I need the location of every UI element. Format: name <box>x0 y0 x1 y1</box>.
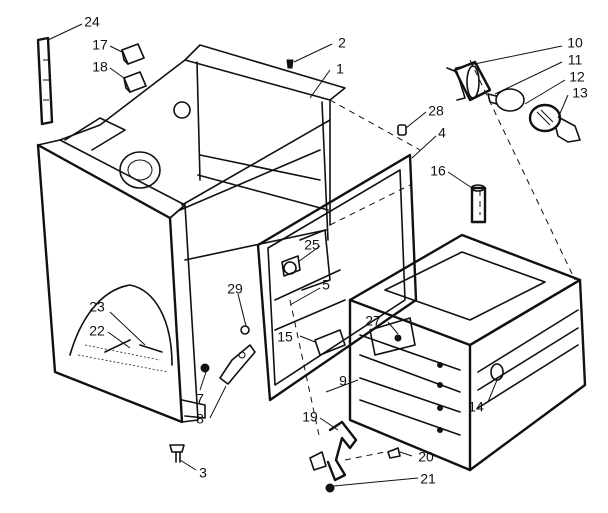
part-22-tube <box>104 339 131 353</box>
leader-lines <box>47 23 569 487</box>
callout-labels: 24 17 18 2 1 10 11 12 13 28 4 16 25 5 29… <box>84 14 588 487</box>
callout-22: 22 <box>89 323 105 339</box>
callout-19: 19 <box>302 409 318 425</box>
callout-29: 29 <box>227 281 243 297</box>
alignment-line <box>469 59 576 281</box>
part-3-screw <box>169 444 185 463</box>
alignment-line <box>289 299 321 441</box>
callout-21: 21 <box>420 471 436 487</box>
callout-10: 10 <box>567 35 583 51</box>
part-20-screw <box>387 447 401 459</box>
part-21-nut <box>325 483 335 493</box>
alignment-line <box>329 99 421 151</box>
callout-17: 17 <box>92 37 108 53</box>
part-7-nut <box>200 363 210 373</box>
alignment-line <box>344 449 396 461</box>
part-19-hinge <box>309 420 358 482</box>
callout-4: 4 <box>438 125 446 141</box>
callout-2: 2 <box>338 35 346 51</box>
part-23-tube <box>139 344 163 353</box>
part-11-bulb <box>487 88 525 112</box>
callout-16: 16 <box>430 163 446 179</box>
part-24-trim-strip <box>36 36 54 126</box>
callout-20: 20 <box>418 449 434 465</box>
callout-3: 3 <box>199 465 207 481</box>
alignment-line <box>329 184 411 226</box>
part-13-clip <box>555 117 581 143</box>
front-frame <box>256 153 418 402</box>
part-18-block <box>123 71 147 93</box>
callout-9: 9 <box>339 373 347 389</box>
part-12-lens <box>528 103 562 133</box>
callout-27: 27 <box>365 313 381 329</box>
part-29-clip <box>240 325 250 335</box>
oven-liner <box>348 233 587 472</box>
part-16-sleeve <box>470 184 487 224</box>
part-25-connector <box>281 255 301 277</box>
callout-8: 8 <box>196 411 204 427</box>
callout-14: 14 <box>468 399 484 415</box>
callout-11: 11 <box>568 52 583 68</box>
callout-1: 1 <box>336 61 344 77</box>
callout-15: 15 <box>277 329 293 345</box>
callout-13: 13 <box>572 85 588 101</box>
callout-28: 28 <box>428 103 444 119</box>
part-17-block <box>121 43 145 65</box>
callout-12: 12 <box>569 69 585 85</box>
callout-25: 25 <box>304 237 320 253</box>
part-15-bracket <box>314 329 346 356</box>
callout-7: 7 <box>196 391 204 407</box>
part-2-screw <box>286 59 294 69</box>
part-8-latch <box>219 344 256 385</box>
part-10-socket <box>446 60 492 102</box>
callout-24: 24 <box>84 14 100 30</box>
cabinet-body <box>36 44 346 424</box>
part-28-bushing <box>397 124 407 136</box>
callout-5: 5 <box>322 277 330 293</box>
callout-23: 23 <box>89 299 105 315</box>
callout-18: 18 <box>92 59 108 75</box>
